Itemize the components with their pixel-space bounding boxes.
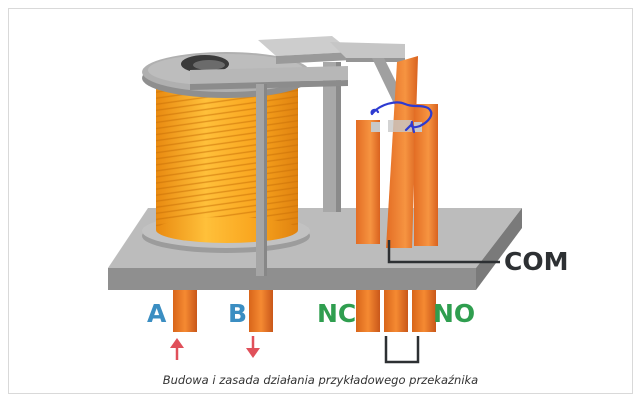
label-b: B [228, 299, 247, 328]
armature [190, 36, 410, 276]
handdrawn-switch-arrow [370, 101, 433, 134]
arrow-up-icon [170, 338, 184, 360]
terminal-no [412, 290, 436, 332]
contact-no-spring [414, 104, 438, 246]
contact-nc-spring [356, 120, 380, 244]
label-com: COM [504, 247, 568, 276]
terminal-com [384, 290, 408, 332]
yoke [323, 62, 341, 212]
figure-caption: Budowa i zasada działania przykładowego … [162, 373, 479, 387]
label-a: A [147, 299, 167, 328]
label-nc: NC [317, 299, 356, 328]
terminal-nc [356, 290, 380, 332]
com-pointer [387, 240, 500, 264]
label-no: NO [433, 299, 475, 328]
terminal-a [173, 290, 197, 332]
arrow-down-icon [246, 336, 260, 358]
terminal-b [249, 290, 273, 332]
nc-no-bracket [384, 336, 420, 364]
